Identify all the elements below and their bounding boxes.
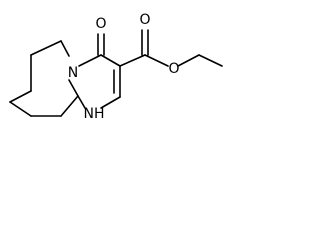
bond-ch2-ch3 (198, 54, 223, 67)
pyrimidinone-ring (77, 54, 121, 109)
bond-c4-n (60, 40, 70, 57)
bond-c2-nh (100, 96, 121, 109)
ester-group (119, 29, 223, 67)
ketone-group (97, 33, 105, 56)
atom-nh: NH (84, 106, 105, 122)
bond-c1-c2 (9, 90, 32, 103)
bond-c8a-c8 (60, 95, 79, 117)
atom-o-ester-ether: O (168, 61, 179, 77)
atom-n-bridge: N (68, 65, 78, 81)
bond-c3-ccarbonyl (119, 54, 146, 67)
structure-svg: N O O O NH (9, 12, 223, 122)
bond-c7-c1 (9, 101, 32, 117)
bond-c-oether (144, 54, 169, 67)
bond-n-c4 (78, 54, 102, 67)
bond-c3-c4 (30, 40, 62, 56)
bond-nh-c8a (77, 95, 86, 109)
atom-o-ketone: O (95, 16, 106, 32)
atom-o-ester-carbonyl: O (139, 12, 150, 28)
bond-oether-ch2 (177, 54, 200, 67)
piperidine-ring (9, 40, 79, 117)
bond-n-c8a (68, 79, 79, 97)
bond-c4-c3 (100, 54, 121, 67)
molecule-diagram: N O O O NH (9, 12, 223, 122)
